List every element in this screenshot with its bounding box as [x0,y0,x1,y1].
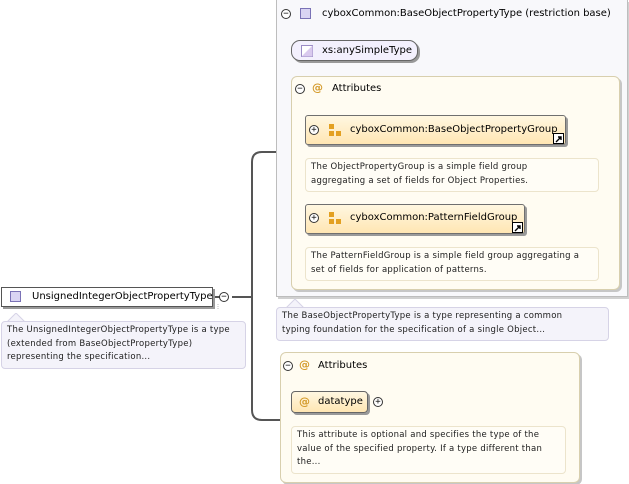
restriction-type-box[interactable]: xs:anySimpleType [291,40,418,61]
attribute-group-box[interactable] [305,115,566,145]
root-doc-line: (extended from BaseObjectPropertyType) [7,338,193,349]
group-doc-line: The ObjectPropertyGroup is a simple fiel… [311,162,528,172]
base-doc-line: The BaseObjectPropertyType is a type rep… [282,311,563,321]
attribute-group-box[interactable] [305,204,525,234]
base-type-title: cyboxCommon:BaseObjectPropertyType (rest… [322,8,611,19]
attribute-doc-note: This attribute is optional and specifies… [291,426,566,474]
group-expand-icon[interactable]: + [309,125,319,135]
attribute-name: datatype [318,396,363,407]
attribute-icon: @ [312,81,323,94]
group-doc-line: aggregating a set of fields for Object P… [311,175,529,186]
attribute-icon: @ [299,395,310,408]
root-doc-line: The UnsignedIntegerObjectPropertyType is… [7,325,230,335]
simple-type-icon [301,45,313,57]
jump-to-definition-icon[interactable] [512,222,523,233]
jump-to-definition-icon[interactable] [553,133,564,144]
root-type-box[interactable]: UnsignedIntegerObjectPropertyType [1,287,213,307]
attribute-box[interactable]: @ datatype [291,391,368,413]
attributes-collapse-icon[interactable]: − [283,361,293,371]
attributes-collapse-icon[interactable]: − [295,84,305,94]
attribute-group-icon [329,124,341,136]
attribute-expand-icon[interactable]: + [373,397,383,407]
group-doc-note: The ObjectPropertyGroup is a simple fiel… [305,158,599,192]
attribute-doc-line: value of the specified property. If a ty… [297,443,543,454]
base-type-collapse-icon[interactable]: − [281,9,291,19]
root-doc-line: representing the specification... [7,352,151,362]
group-doc-line: set of fields for application of pattern… [311,264,487,275]
group-doc-line: The PatternFieldGroup is a simple field … [311,251,580,261]
restriction-type-name: xs:anySimpleType [322,45,412,56]
group-expand-icon[interactable]: + [309,213,319,223]
complex-type-icon [300,8,311,19]
note-pointer-icon [6,313,26,323]
base-attributes-label: Attributes [332,83,382,94]
attribute-group-icon [329,212,341,224]
group-doc-note: The PatternFieldGroup is a simple field … [305,247,599,281]
attribute-doc-line: This attribute is optional and specifies… [297,430,540,440]
root-collapse-icon[interactable]: − [219,292,229,302]
root-doc-note: The UnsignedIntegerObjectPropertyType is… [1,321,246,369]
attribute-icon: @ [299,358,310,371]
root-type-name: UnsignedIntegerObjectPropertyType [32,291,213,302]
own-attributes-label: Attributes [318,360,368,371]
complex-type-icon [10,291,21,302]
attribute-group-name: cyboxCommon:BaseObjectPropertyGroup [350,124,558,135]
attribute-doc-line: the... [297,457,321,467]
attribute-group-name: cyboxCommon:PatternFieldGroup [350,212,518,223]
base-doc-line: typing foundation for the specification … [282,324,546,335]
base-type-doc-note: The BaseObjectPropertyType is a type rep… [276,307,609,341]
note-pointer-icon [285,299,305,309]
